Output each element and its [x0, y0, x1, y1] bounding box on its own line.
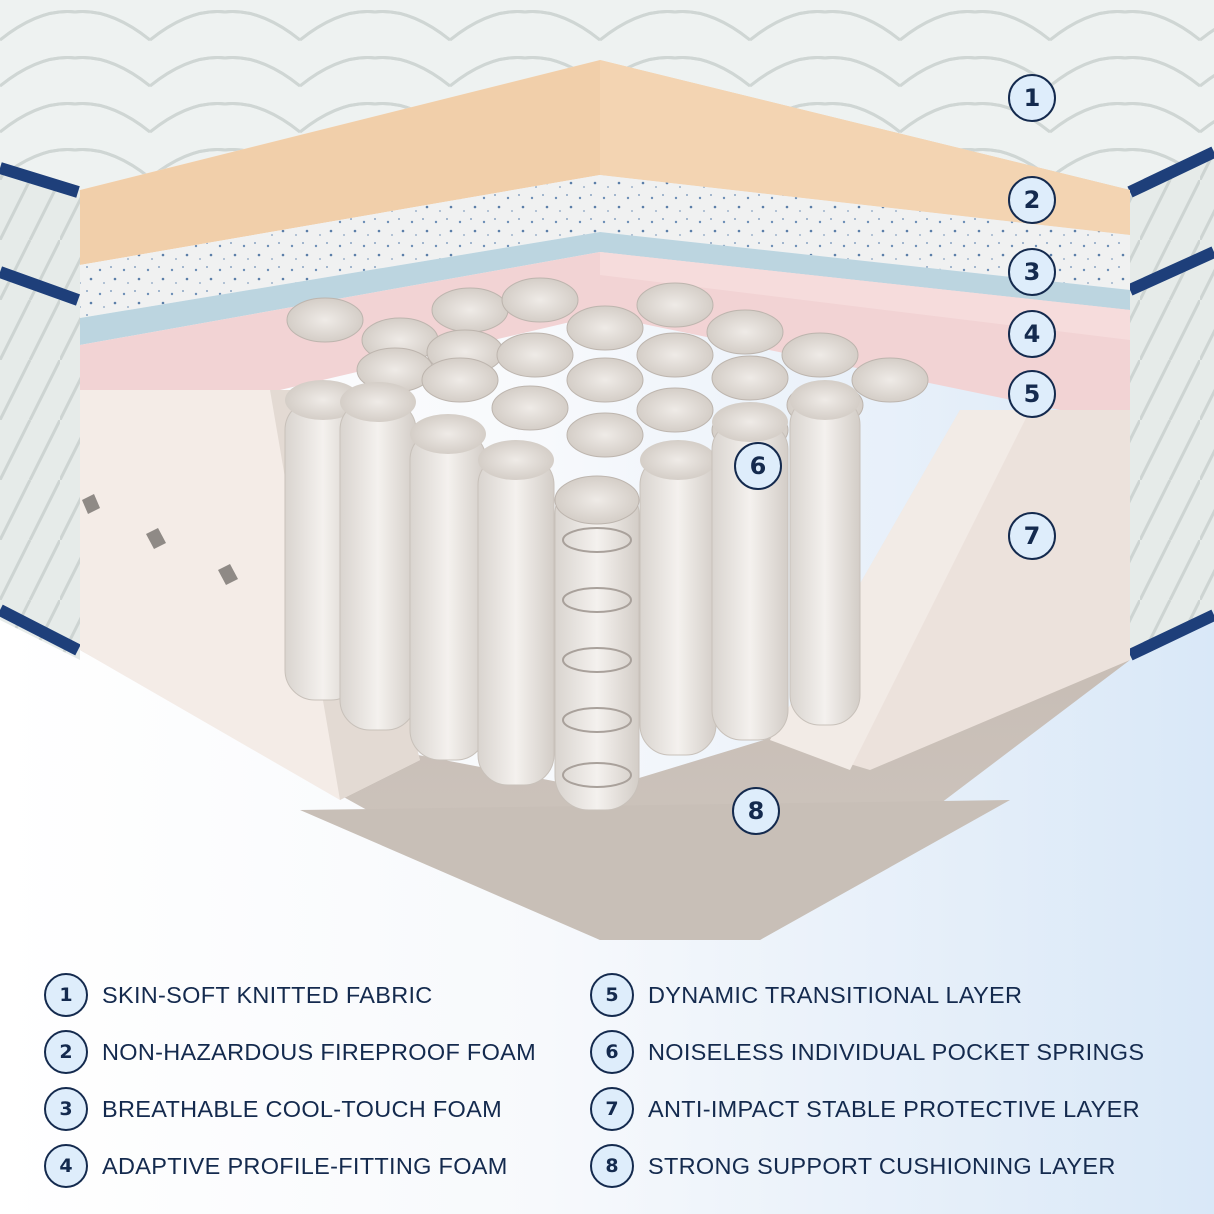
legend-label: NOISELESS INDIVIDUAL POCKET SPRINGS: [648, 1038, 1145, 1065]
callout-badge-3: 3: [1008, 248, 1056, 296]
legend-item-8: 8 STRONG SUPPORT CUSHIONING LAYER: [590, 1143, 1116, 1189]
callout-badge-5: 5: [1008, 370, 1056, 418]
legend-number-badge: 5: [590, 973, 634, 1017]
pocket-springs: [284, 277, 929, 811]
legend-item-3: 3 BREATHABLE COOL-TOUCH FOAM: [44, 1086, 502, 1132]
callout-badge-2: 2: [1008, 176, 1056, 224]
callout-badge-6: 6: [734, 442, 782, 490]
callout-badge-7: 7: [1008, 512, 1056, 560]
mattress-cutaway-graphic: [0, 0, 1214, 940]
legend-item-2: 2 NON-HAZARDOUS FIREPROOF FOAM: [44, 1029, 536, 1075]
legend-number-badge: 1: [44, 973, 88, 1017]
legend-label: SKIN-SOFT KNITTED FABRIC: [102, 981, 433, 1008]
legend-number-badge: 8: [590, 1144, 634, 1188]
legend-number-badge: 6: [590, 1030, 634, 1074]
legend-label: DYNAMIC TRANSITIONAL LAYER: [648, 981, 1023, 1008]
legend-item-7: 7 ANTI-IMPACT STABLE PROTECTIVE LAYER: [590, 1086, 1140, 1132]
legend-number-badge: 7: [590, 1087, 634, 1131]
legend-label: ANTI-IMPACT STABLE PROTECTIVE LAYER: [648, 1095, 1140, 1122]
legend-item-1: 1 SKIN-SOFT KNITTED FABRIC: [44, 972, 433, 1018]
callout-badge-8: 8: [732, 787, 780, 835]
layer-legend: 1 SKIN-SOFT KNITTED FABRIC 2 NON-HAZARDO…: [44, 970, 1204, 1210]
legend-item-4: 4 ADAPTIVE PROFILE-FITTING FOAM: [44, 1143, 508, 1189]
legend-label: ADAPTIVE PROFILE-FITTING FOAM: [102, 1152, 508, 1179]
legend-label: NON-HAZARDOUS FIREPROOF FOAM: [102, 1038, 537, 1065]
legend-number-badge: 2: [44, 1030, 88, 1074]
callout-badge-1: 1: [1008, 74, 1056, 122]
legend-item-6: 6 NOISELESS INDIVIDUAL POCKET SPRINGS: [590, 1029, 1144, 1075]
mattress-illustration: 1 2 3 4 5 6 7 8: [0, 0, 1214, 940]
callout-badge-4: 4: [1008, 310, 1056, 358]
legend-number-badge: 4: [44, 1144, 88, 1188]
legend-item-5: 5 DYNAMIC TRANSITIONAL LAYER: [590, 972, 1022, 1018]
legend-number-badge: 3: [44, 1087, 88, 1131]
legend-label: BREATHABLE COOL-TOUCH FOAM: [102, 1095, 502, 1122]
legend-label: STRONG SUPPORT CUSHIONING LAYER: [648, 1152, 1116, 1179]
